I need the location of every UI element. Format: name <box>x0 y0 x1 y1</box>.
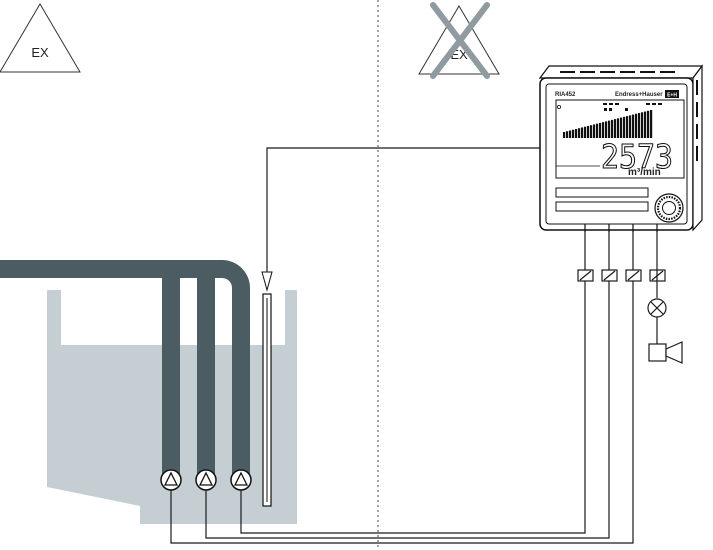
bargraph-segment <box>632 114 635 138</box>
ex-zone-marker: EX <box>0 3 81 73</box>
lcd-bargraph <box>563 110 653 138</box>
bargraph-segment <box>584 126 587 138</box>
status-led <box>557 105 562 110</box>
alarm-output <box>647 230 683 364</box>
bargraph-segment <box>608 120 611 138</box>
bargraph-segment <box>563 132 566 138</box>
non-ex-zone-marker: EX <box>418 2 500 79</box>
lcd-display <box>555 99 685 179</box>
non-ex-triangle-icon <box>418 5 500 75</box>
bargraph-segment <box>611 119 614 138</box>
bargraph-segment <box>620 117 623 138</box>
pump-3-wire <box>240 230 586 534</box>
probe-signal-line <box>266 147 540 272</box>
bargraph-segment <box>635 113 638 138</box>
ria452-device: RIA452 Endress+Hauser E+H 2573 m³/min <box>538 64 704 232</box>
bargraph-segment <box>596 123 599 138</box>
label-strip-2 <box>555 201 649 212</box>
bargraph-segment <box>587 125 590 138</box>
barrier-1 <box>577 269 594 282</box>
barrier-3 <box>625 269 642 282</box>
pump-1-wire <box>170 230 634 544</box>
pump-2-wire <box>205 230 610 539</box>
bargraph-segment <box>614 119 617 138</box>
barrier-2 <box>601 269 618 282</box>
horn-icon <box>648 341 683 364</box>
pipe-1 <box>162 278 180 482</box>
device-model-label: RIA452 <box>555 92 576 98</box>
bargraph-segment <box>578 128 581 138</box>
barriers <box>577 269 666 282</box>
bargraph-segment <box>575 128 578 138</box>
level-probe <box>261 271 273 507</box>
label-strip-1 <box>555 187 649 198</box>
bargraph-segment <box>566 131 569 138</box>
bargraph-segment <box>581 127 584 138</box>
cross-out-icon <box>430 2 490 79</box>
probe-head <box>261 271 273 292</box>
ex-triangle-icon <box>0 3 81 73</box>
bargraph-segment <box>629 115 632 138</box>
ex-zone-label: EX <box>31 45 49 60</box>
lcd-unit: m³/min <box>628 167 661 178</box>
bargraph-segment <box>569 130 572 138</box>
pumps <box>160 469 252 491</box>
lcd-value: 2573 <box>601 137 673 176</box>
pump-pipes <box>0 260 250 482</box>
brand-logo-icon <box>665 90 679 98</box>
pipe-2 <box>197 278 215 482</box>
bargraph-segment <box>590 125 593 138</box>
bargraph-segment <box>641 112 644 138</box>
bargraph-segment <box>626 116 629 138</box>
brand-label: Endress+Hauser <box>615 92 663 98</box>
pump-3 <box>230 469 252 491</box>
vent-slots <box>560 71 698 161</box>
bargraph-segment <box>644 111 647 138</box>
bargraph-segment <box>602 122 605 138</box>
device-terminals <box>584 224 658 232</box>
lcd-indicators <box>603 103 662 111</box>
bargraph-segment <box>605 121 608 138</box>
pump-1 <box>160 469 182 491</box>
bargraph-segment <box>599 122 602 138</box>
bargraph-segment <box>593 124 596 138</box>
brand-logo-text: E+H <box>667 93 677 99</box>
bargraph-segment <box>638 113 641 138</box>
jog-dial-icon[interactable] <box>654 193 684 223</box>
bargraph-segment <box>623 116 626 138</box>
bargraph-segment <box>572 129 575 138</box>
bargraph-segment <box>647 110 650 138</box>
bargraph-segment <box>617 118 620 138</box>
bargraph-segment <box>650 110 653 138</box>
pump-2 <box>195 469 217 491</box>
lamp-icon <box>647 298 667 318</box>
pump-wiring <box>170 230 634 544</box>
